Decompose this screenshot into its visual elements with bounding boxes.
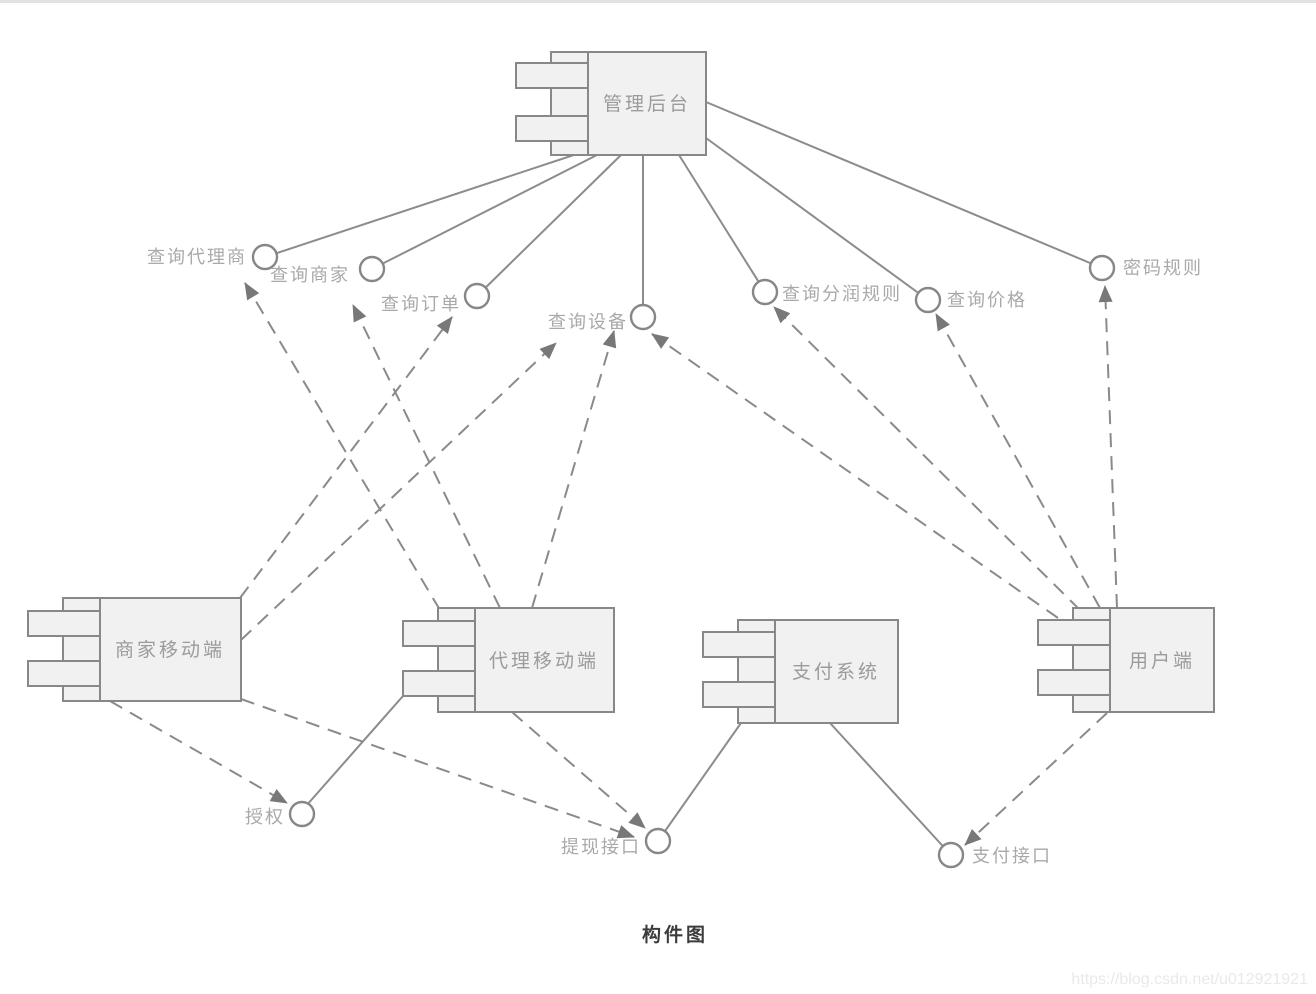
component-admin: 管理后台 <box>515 51 707 156</box>
interface-query-order-circle <box>463 282 491 310</box>
link-admin-query-profit-rules <box>678 154 766 293</box>
interface-withdraw-api: 提现接口 <box>561 827 672 857</box>
component-payment-system: 支付系统 <box>702 619 899 724</box>
link-payment-withdraw-api <box>657 722 742 842</box>
component-user-label: 用户端 <box>1129 650 1195 672</box>
component-merchant-label: 商家移动端 <box>115 639 225 661</box>
component-admin-body <box>587 51 707 156</box>
interface-query-agent-circle <box>251 243 279 271</box>
component-user-body <box>1109 607 1215 713</box>
interface-authorization-label: 授权 <box>245 807 285 827</box>
interface-password-rules-circle <box>1088 254 1116 282</box>
interface-query-merchant-circle <box>358 255 386 283</box>
dep-agent-withdraw-api <box>511 711 646 829</box>
link-admin-query-merchant <box>371 154 598 270</box>
watermark: https://blog.csdn.net/u012921921 <box>1071 971 1308 988</box>
interface-payment-api: 支付接口 <box>937 841 1052 869</box>
component-agent-mobile: 代理移动端 <box>402 607 615 713</box>
interface-query-device: 查询设备 <box>548 303 657 332</box>
interface-withdraw-api-label: 提现接口 <box>561 837 641 857</box>
interface-query-order-label: 查询订单 <box>381 294 461 314</box>
interface-password-rules-label: 密码规则 <box>1123 258 1203 278</box>
link-payment-payment-api <box>829 722 952 856</box>
component-agent-tab-bottom <box>402 670 476 697</box>
dep-user-query-profit-rules <box>773 306 1081 611</box>
dep-merchant-authorization <box>109 700 288 804</box>
interface-query-price-circle <box>914 286 942 314</box>
diagram-title: 构件图 <box>642 923 708 946</box>
component-merchant-mobile: 商家移动端 <box>27 597 242 702</box>
component-admin-tab-top <box>515 62 589 89</box>
interface-query-profit-rules-circle <box>751 278 779 306</box>
interface-query-agent-label: 查询代理商 <box>147 247 247 267</box>
component-user-tab-bottom <box>1037 669 1111 696</box>
interface-query-device-circle <box>629 303 657 331</box>
dep-user-query-device <box>651 333 1059 619</box>
component-payment-tab-bottom <box>702 681 776 708</box>
link-admin-query-price <box>705 137 929 301</box>
dep-user-password-rules <box>1098 285 1118 609</box>
interface-password-rules: 密码规则 <box>1088 254 1203 282</box>
component-payment-body <box>774 619 899 724</box>
dep-agent-query-device <box>531 330 617 609</box>
interface-authorization-circle <box>288 800 316 828</box>
interface-payment-api-circle <box>937 841 965 869</box>
component-admin-tab-bottom <box>515 115 589 142</box>
link-admin-query-order <box>476 154 622 297</box>
component-agent-label: 代理移动端 <box>489 650 599 672</box>
dep-agent-query-agent <box>244 282 441 611</box>
interface-authorization: 授权 <box>245 800 316 828</box>
component-user-tab-top <box>1037 619 1111 646</box>
interface-withdraw-api-circle <box>644 827 672 855</box>
component-agent-tab-top <box>402 620 476 647</box>
interface-query-merchant: 查询商家 <box>270 255 386 285</box>
component-payment-label: 支付系统 <box>792 661 880 683</box>
link-admin-password-rules <box>705 101 1103 269</box>
interface-query-profit-rules-label: 查询分润规则 <box>782 284 902 304</box>
link-agent-authorization <box>305 695 404 807</box>
dep-agent-query-merchant <box>352 304 501 609</box>
component-agent-body <box>474 607 615 713</box>
interface-query-price-label: 查询价格 <box>947 290 1027 310</box>
component-merchant-tab-top <box>27 610 101 637</box>
dep-merchant-withdraw-api <box>240 698 635 839</box>
interface-query-order: 查询订单 <box>381 282 491 314</box>
interface-payment-api-label: 支付接口 <box>972 846 1052 866</box>
interface-query-merchant-label: 查询商家 <box>270 265 350 285</box>
component-merchant-body <box>99 597 242 702</box>
dep-user-query-price <box>935 313 1101 609</box>
dep-user-payment-api <box>964 712 1108 846</box>
provided-interface-links <box>264 101 1103 856</box>
top-border <box>0 0 1316 3</box>
interface-query-price: 查询价格 <box>914 286 1027 314</box>
component-admin-label: 管理后台 <box>603 93 691 115</box>
component-payment-tab-top <box>702 631 776 658</box>
interface-query-profit-rules: 查询分润规则 <box>751 278 902 306</box>
component-merchant-tab-bottom <box>27 660 101 687</box>
interface-query-device-label: 查询设备 <box>548 312 628 332</box>
link-admin-query-agent <box>264 149 590 258</box>
interface-query-agent: 查询代理商 <box>147 243 279 271</box>
dep-merchant-query-device <box>240 342 557 641</box>
component-user-client: 用户端 <box>1037 607 1215 713</box>
dep-merchant-query-order <box>239 316 453 599</box>
dependency-arrows <box>109 282 1118 846</box>
